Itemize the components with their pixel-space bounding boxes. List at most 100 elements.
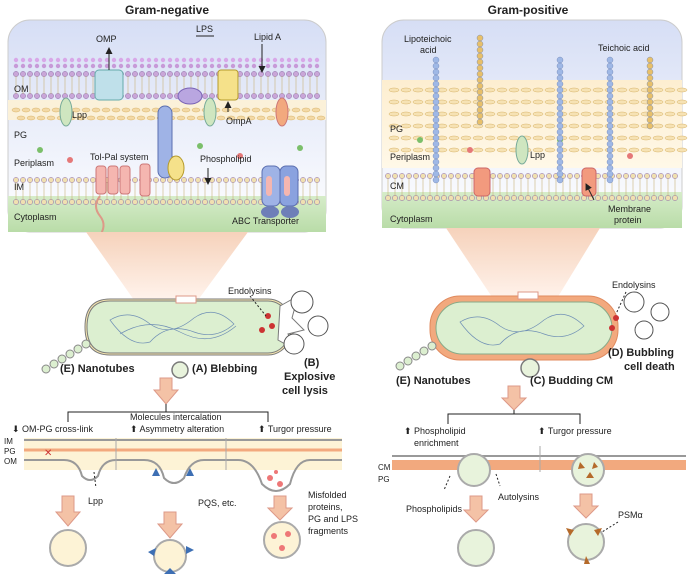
asymmetry-label: ⬆ Asymmetry alteration (130, 424, 224, 434)
cm-label: CM (390, 181, 404, 191)
pg-unit (41, 107, 51, 113)
lps-sugar (55, 57, 61, 63)
om-head-top (279, 71, 285, 77)
cm-head-bottom (497, 195, 503, 201)
nucleoid-strand-negative (119, 324, 237, 340)
im-head-bottom (195, 199, 201, 205)
pg-unit (496, 111, 508, 117)
lps-sugar (34, 57, 40, 63)
pg-unit (664, 135, 676, 141)
cell-body-negative (84, 298, 295, 356)
nanotube-bead (395, 361, 405, 371)
pg-unit (21, 107, 31, 113)
vesicle-intercalation (153, 539, 187, 573)
lps-sugar (209, 63, 215, 69)
om-head-bottom (13, 93, 19, 99)
lps-sugar (69, 57, 75, 63)
lps-sugar (258, 63, 264, 69)
cm-head-bottom (455, 195, 461, 201)
nanotube-bead (73, 344, 83, 354)
om-head-top (146, 71, 152, 77)
cm-head-bottom (574, 195, 580, 201)
cm-head-bottom (560, 195, 566, 201)
teichoic-bead (646, 86, 654, 94)
nanotube-bead (49, 359, 59, 369)
teichoic-bead (432, 152, 440, 160)
im-head-bottom (111, 199, 117, 205)
misfolded-dot-1 (267, 475, 273, 481)
lps-sugar (13, 57, 19, 63)
abc-nbd-left (261, 206, 279, 218)
pg-unit (171, 107, 181, 113)
omp-protein (94, 69, 124, 101)
pg-unit (580, 123, 592, 129)
endolysin-dot-2 (269, 323, 275, 329)
om-head-bottom (286, 93, 292, 99)
lpp-pointer (93, 471, 97, 489)
misfolded-label-4: fragments (308, 526, 349, 536)
nanotubes-label-right: (E) Nanotubes (396, 375, 471, 387)
om-head-bottom (300, 93, 306, 99)
pg-unit (664, 123, 676, 129)
lps-sugar (293, 63, 299, 69)
pg-unit (141, 107, 151, 113)
teichoic-bead (556, 104, 564, 112)
im-head-bottom (48, 199, 54, 205)
vesicle-enrichment (457, 529, 495, 567)
pg-unit (76, 115, 86, 121)
im-head-top (62, 177, 68, 183)
teichoic-bead (432, 146, 440, 154)
im-head-bottom (167, 199, 173, 205)
pg-unit (388, 111, 400, 117)
lps-sugar (83, 63, 89, 69)
im-head-bottom (244, 199, 250, 205)
pg-unit (568, 99, 580, 105)
cm-head-bottom (525, 195, 531, 201)
cm-head-bottom (427, 195, 433, 201)
im-head-top (237, 177, 243, 183)
pg-unit (176, 115, 186, 121)
pg-unit (448, 123, 460, 129)
gram-negative-components (59, 35, 299, 239)
endolysin-pointer-left (249, 295, 267, 317)
om-head-top (160, 71, 166, 77)
teichoic-bead (646, 122, 654, 130)
cm-head-top (518, 173, 524, 179)
lps-sugar (48, 57, 54, 63)
teichoic-bead (606, 110, 614, 118)
pg-unit (592, 111, 604, 117)
lps-sugar (13, 63, 19, 69)
im-head-bottom (146, 199, 152, 205)
nanotube-bead (57, 354, 67, 364)
pqs-wedge-1 (152, 468, 160, 476)
cm-head-bottom (546, 195, 552, 201)
teichoic-bead (606, 56, 614, 64)
pg-unit (676, 135, 688, 141)
pg-unit (26, 115, 36, 121)
pos-cm-label: CM (378, 463, 391, 472)
pg-unit (484, 123, 496, 129)
pg-unit (266, 115, 276, 121)
lps-sugar (83, 57, 89, 63)
periplasm-molecule (67, 157, 73, 163)
pg-unit (472, 147, 484, 153)
pg-unit (616, 111, 628, 117)
cm-head-bottom (420, 195, 426, 201)
cm-head-bottom (665, 195, 671, 201)
pg-unit (568, 123, 580, 129)
periplasm-molecule (467, 147, 473, 153)
nanotube-bead (403, 356, 413, 366)
im-head-top (209, 177, 215, 183)
teichoic-bead (476, 112, 484, 120)
pg-unit (226, 115, 236, 121)
teichoic-bead (432, 110, 440, 118)
pg-unit (580, 111, 592, 117)
lpp-label-pos: Lpp (530, 150, 545, 160)
pg-unit (460, 123, 472, 129)
lps-sugar (104, 63, 110, 69)
im-head-bottom (202, 199, 208, 205)
lps-sugar (230, 57, 236, 63)
teichoic-bead (556, 56, 564, 64)
cm-head-top (574, 173, 580, 179)
